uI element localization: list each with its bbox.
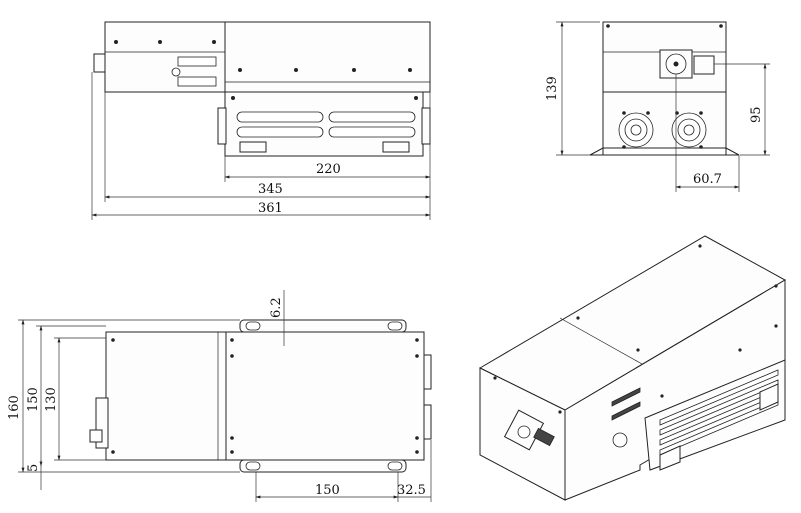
front-view — [91, 21, 431, 220]
dim-150-horizontal: 150 — [315, 483, 340, 498]
dim-95: 95 — [749, 106, 764, 123]
dim-5: 5 — [26, 464, 41, 472]
dim-361: 361 — [258, 201, 283, 216]
dim-130: 130 — [44, 387, 59, 412]
dim-160: 160 — [7, 395, 22, 420]
dim-150-vertical: 150 — [26, 387, 41, 412]
isometric-view — [478, 235, 787, 501]
dim-220: 220 — [316, 162, 341, 177]
dim-139: 139 — [545, 76, 560, 101]
dim-345: 345 — [258, 182, 283, 197]
top-view — [18, 290, 432, 502]
dim-6-2: 6.2 — [269, 297, 284, 318]
dim-60-7: 60.7 — [693, 172, 722, 187]
dim-32-5: 32.5 — [397, 483, 426, 498]
side-view — [556, 21, 770, 192]
